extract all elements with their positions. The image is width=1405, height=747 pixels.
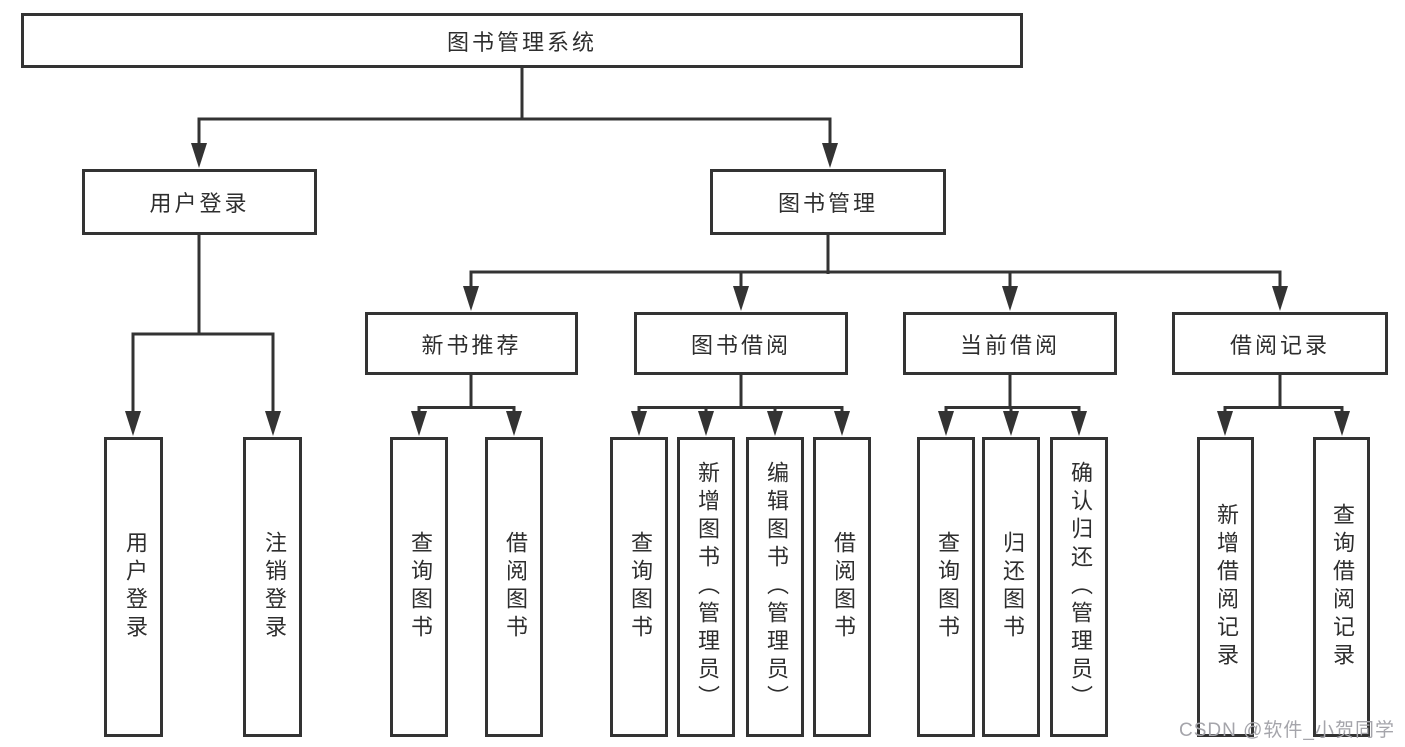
- leaf-current-return-books: 归还图书: [982, 437, 1040, 737]
- leaf-borrow-edit-books-admin: 编辑图书（管理员）: [746, 437, 804, 737]
- node-root-system: 图书管理系统: [21, 13, 1023, 68]
- leaf-borrow-query-books: 查询图书: [610, 437, 668, 737]
- node-user-login: 用户登录: [82, 169, 317, 235]
- leaf-recommend-query-books: 查询图书: [390, 437, 448, 737]
- leaf-records-query-record: 查询借阅记录: [1313, 437, 1370, 737]
- leaf-records-add-record: 新增借阅记录: [1197, 437, 1254, 737]
- csdn-watermark: CSDN @软件_小贺同学: [1179, 720, 1395, 741]
- node-new-book-recommend: 新书推荐: [365, 312, 578, 375]
- leaf-current-confirm-return-admin: 确认归还（管理员）: [1050, 437, 1108, 737]
- leaf-recommend-borrow-books: 借阅图书: [485, 437, 543, 737]
- node-book-management: 图书管理: [710, 169, 946, 235]
- leaf-user-login: 用户登录: [104, 437, 163, 737]
- leaf-borrow-add-books-admin: 新增图书（管理员）: [677, 437, 735, 737]
- leaf-current-query-books: 查询图书: [917, 437, 975, 737]
- arrowheads: [125, 143, 1350, 436]
- leaf-logout: 注销登录: [243, 437, 302, 737]
- node-current-borrow: 当前借阅: [903, 312, 1117, 375]
- node-borrow-records: 借阅记录: [1172, 312, 1388, 375]
- leaf-borrow-borrow-books: 借阅图书: [813, 437, 871, 737]
- node-book-borrow: 图书借阅: [634, 312, 848, 375]
